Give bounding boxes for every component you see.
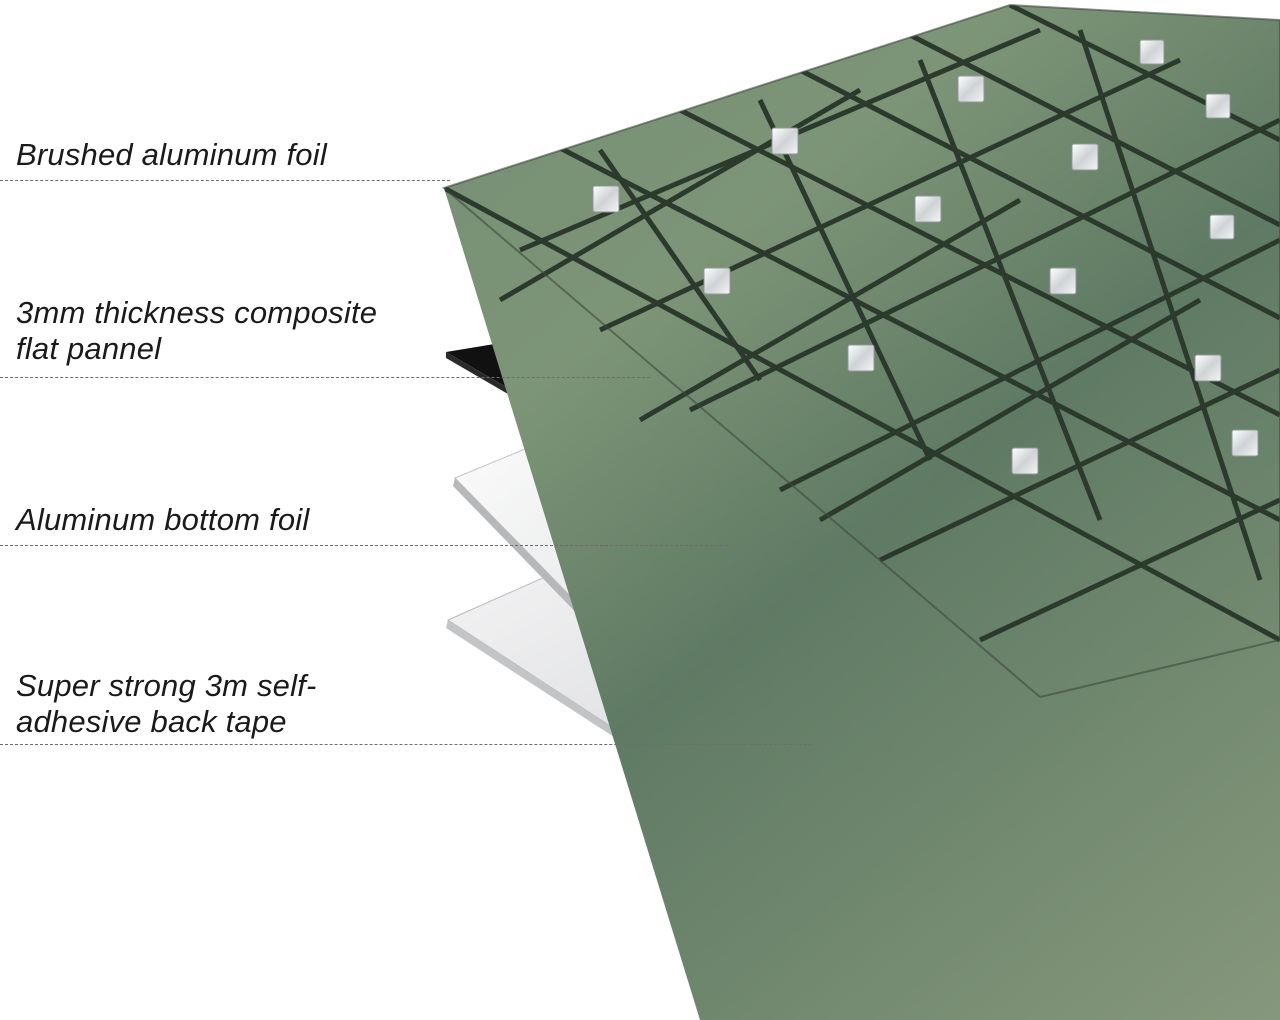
tile-accent-chips [592,39,1259,475]
label-aluminum-bottom-foil: Aluminum bottom foil [16,502,309,538]
label-line: Brushed aluminum foil [16,137,327,172]
label-brushed-aluminum-foil: Brushed aluminum foil [16,137,327,173]
leader-line-aluminum-bottom-foil [0,545,728,546]
label-line: Super strong 3m self- [16,668,317,703]
label-composite-flat-panel: 3mm thickness composite flat pannel [16,295,377,367]
label-adhesive-back-tape: Super strong 3m self- adhesive back tape [16,668,317,740]
label-line: adhesive back tape [16,704,287,739]
mosaic-edge [441,3,1280,699]
label-line: 3mm thickness composite [16,295,378,330]
label-line: flat pannel [16,331,162,366]
leader-line-adhesive-back-tape [0,744,812,745]
leader-line-composite-flat-panel [0,377,650,378]
leader-line-brushed-aluminum-foil [0,180,450,181]
label-line: Aluminum bottom foil [16,502,310,537]
